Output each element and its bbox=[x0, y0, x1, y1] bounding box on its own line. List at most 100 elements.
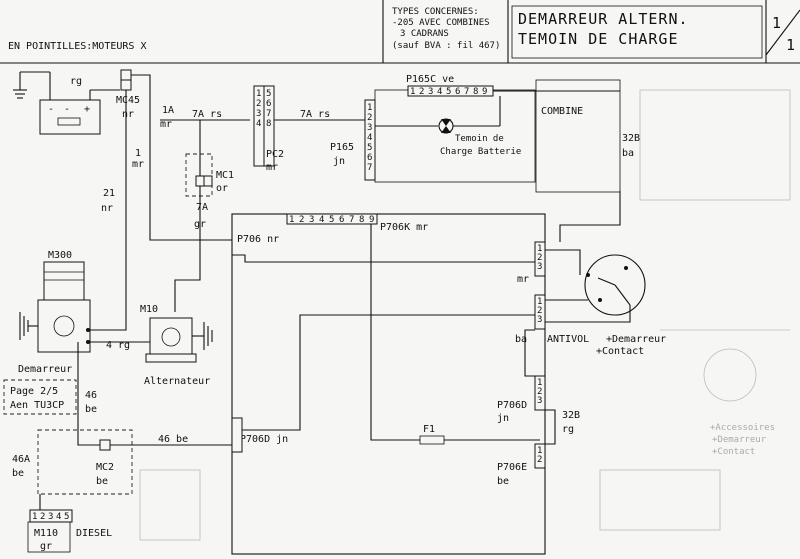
label-46-be: be bbox=[85, 404, 97, 415]
connector-p165: 1 2 3 4 5 6 7 bbox=[364, 99, 376, 181]
svg-text:3: 3 bbox=[537, 262, 542, 272]
types-line-1: -205 AVEC COMBINES bbox=[392, 18, 490, 28]
label-m110-gr: gr bbox=[40, 541, 52, 552]
connector-p706d-right: 1 2 3 bbox=[534, 375, 546, 411]
svg-text:2: 2 bbox=[367, 113, 372, 123]
svg-text:1: 1 bbox=[256, 89, 261, 99]
svg-text:4: 4 bbox=[56, 512, 61, 522]
label-p706d: P706D bbox=[497, 400, 527, 411]
svg-text:3: 3 bbox=[537, 396, 542, 406]
svg-text:+: + bbox=[84, 104, 90, 115]
label-page-ref-1: Page 2/5 bbox=[10, 386, 58, 397]
fuse-f1 bbox=[419, 435, 445, 445]
label-p165-jn: jn bbox=[333, 156, 345, 167]
svg-text:4: 4 bbox=[319, 215, 324, 225]
label-mc45-nr: nr bbox=[122, 109, 134, 120]
svg-text:5: 5 bbox=[64, 512, 69, 522]
svg-text:3: 3 bbox=[48, 512, 53, 522]
svg-text:3: 3 bbox=[309, 215, 314, 225]
svg-text:9: 9 bbox=[482, 87, 487, 97]
svg-text:-: - bbox=[64, 104, 70, 115]
svg-text:+Contact: +Contact bbox=[712, 447, 755, 457]
label-m110: M110 bbox=[34, 528, 58, 539]
label-p706k: P706K mr bbox=[380, 222, 428, 233]
label-p165: P165 bbox=[330, 142, 354, 153]
svg-text:-: - bbox=[48, 104, 54, 115]
label-4rg: 4 rg bbox=[106, 340, 130, 351]
svg-text:5: 5 bbox=[266, 89, 271, 99]
label-1a-mr: mr bbox=[160, 119, 172, 130]
connector-p706d-left bbox=[231, 417, 243, 453]
label-mc2-be: be bbox=[96, 476, 108, 487]
label-7a-rs-1: 7A rs bbox=[192, 109, 222, 120]
mc1-dashed-zone bbox=[185, 153, 213, 197]
bleed-through-ghost: +Accessoires +Demarreur +Contact bbox=[139, 89, 791, 541]
charge-warning-lamp-icon bbox=[438, 118, 454, 134]
label-46: 46 bbox=[85, 390, 97, 401]
svg-text:2: 2 bbox=[256, 99, 261, 109]
connector-mc45 bbox=[120, 69, 132, 81]
label-wire-1: 1 bbox=[135, 148, 141, 159]
combine-outer bbox=[535, 79, 621, 193]
label-p165c: P165C ve bbox=[406, 74, 454, 85]
label-46a-be: be bbox=[12, 468, 24, 479]
label-diesel: DIESEL bbox=[76, 528, 112, 539]
label-wire-1-mr: mr bbox=[132, 159, 144, 170]
label-mr-2: mr bbox=[517, 274, 529, 285]
svg-text:1: 1 bbox=[537, 297, 542, 307]
svg-text:6: 6 bbox=[367, 153, 372, 163]
svg-text:7: 7 bbox=[367, 163, 372, 173]
svg-text:2: 2 bbox=[537, 253, 542, 263]
svg-text:1: 1 bbox=[537, 378, 542, 388]
title-line-1: DEMARREUR ALTERN. bbox=[518, 10, 689, 28]
svg-text:9: 9 bbox=[369, 215, 374, 225]
label-plus-contact: +Contact bbox=[596, 346, 644, 357]
label-f1: F1 bbox=[423, 424, 435, 435]
svg-text:2: 2 bbox=[537, 455, 542, 465]
label-mc1: MC1 bbox=[216, 170, 234, 181]
connector-p706k: 1 2 3 4 5 6 7 8 9 bbox=[286, 213, 378, 225]
svg-text:7: 7 bbox=[464, 87, 469, 97]
label-temoin-2: Charge Batterie bbox=[440, 147, 521, 157]
mc2-dashed-zone bbox=[37, 429, 133, 495]
label-p706e: P706E bbox=[497, 462, 527, 473]
label-p706-nr: P706 nr bbox=[237, 234, 279, 245]
label-7a-rs-2: 7A rs bbox=[300, 109, 330, 120]
wire-21-nr bbox=[88, 90, 127, 331]
svg-text:6: 6 bbox=[455, 87, 460, 97]
connector-pc2: 1 2 3 4 5 6 7 8 bbox=[253, 85, 275, 167]
svg-text:2: 2 bbox=[537, 306, 542, 316]
connector-p706e: 1 2 bbox=[534, 443, 546, 469]
label-antivol: ANTIVOL bbox=[547, 334, 589, 345]
svg-text:7: 7 bbox=[349, 215, 354, 225]
label-m300: M300 bbox=[48, 250, 72, 261]
types-line-2: 3 CADRANS bbox=[400, 29, 449, 39]
title-frame bbox=[511, 5, 763, 59]
svg-text:3: 3 bbox=[537, 315, 542, 325]
svg-text:1: 1 bbox=[537, 446, 542, 456]
svg-text:8: 8 bbox=[473, 87, 478, 97]
label-32b: 32B bbox=[622, 133, 640, 144]
label-m10: M10 bbox=[140, 304, 158, 315]
page-number: 1 bbox=[772, 14, 782, 32]
svg-text:2: 2 bbox=[419, 87, 424, 97]
wire-1a-mr bbox=[131, 74, 232, 241]
svg-text:5: 5 bbox=[329, 215, 334, 225]
svg-text:+Demarreur: +Demarreur bbox=[712, 435, 767, 445]
svg-text:2: 2 bbox=[40, 512, 45, 522]
types-line-3: (sauf BVA : fil 467) bbox=[392, 41, 500, 51]
svg-text:4: 4 bbox=[437, 87, 442, 97]
connector-p706-top-right: 1 2 3 bbox=[534, 241, 546, 277]
svg-text:4: 4 bbox=[367, 133, 372, 143]
label-1a: 1A bbox=[162, 105, 174, 116]
svg-text:8: 8 bbox=[266, 119, 271, 129]
label-mc2: MC2 bbox=[96, 462, 114, 473]
svg-text:1: 1 bbox=[289, 215, 294, 225]
svg-text:2: 2 bbox=[537, 387, 542, 397]
svg-text:1: 1 bbox=[367, 103, 372, 113]
p706-harness-box bbox=[231, 213, 546, 555]
label-32b-ba: ba bbox=[622, 148, 634, 159]
label-32b-rg: rg bbox=[562, 424, 574, 435]
label-p706e-be: be bbox=[497, 476, 509, 487]
label-p706d-jn: P706D jn bbox=[240, 434, 288, 445]
